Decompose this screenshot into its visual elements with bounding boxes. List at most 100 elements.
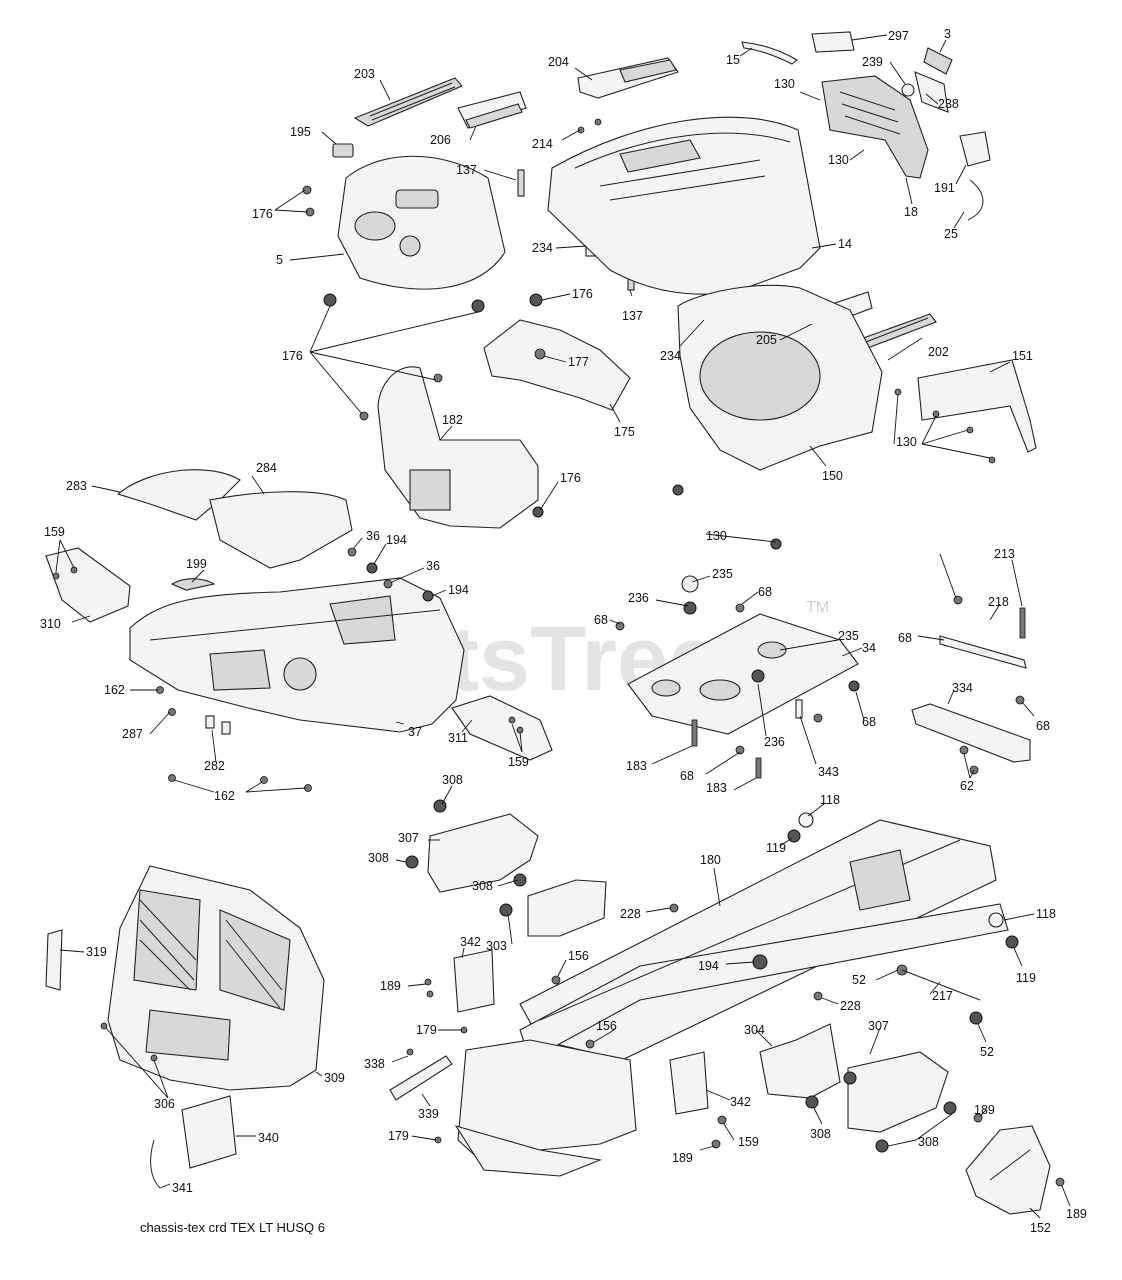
callout-176-a[interactable]: 176: [252, 207, 273, 221]
callout-119-b[interactable]: 119: [1016, 971, 1036, 985]
callout-238[interactable]: 238: [938, 97, 959, 111]
callout-319[interactable]: 319: [86, 945, 107, 959]
callout-297[interactable]: 297: [888, 29, 909, 43]
callout-236-a[interactable]: 236: [628, 591, 649, 605]
callout-234-a[interactable]: 234: [532, 241, 553, 255]
callout-68-e[interactable]: 68: [862, 715, 876, 729]
callout-307-a[interactable]: 307: [398, 831, 419, 845]
callout-308-a[interactable]: 308: [442, 773, 463, 787]
callout-15[interactable]: 15: [726, 53, 740, 67]
callout-236-b[interactable]: 236: [764, 735, 785, 749]
callout-162-b[interactable]: 162: [214, 789, 235, 803]
callout-156-b[interactable]: 156: [596, 1019, 617, 1033]
callout-218[interactable]: 218: [988, 595, 1009, 609]
callout-217[interactable]: 217: [932, 989, 953, 1003]
callout-340[interactable]: 340: [258, 1131, 279, 1145]
callout-175[interactable]: 175: [614, 425, 635, 439]
callout-68-c[interactable]: 68: [898, 631, 912, 645]
callout-191[interactable]: 191: [934, 181, 955, 195]
callout-202[interactable]: 202: [928, 345, 949, 359]
callout-177[interactable]: 177: [568, 355, 589, 369]
callout-205[interactable]: 205: [756, 333, 777, 347]
callout-287[interactable]: 287: [122, 727, 143, 741]
callout-119-a[interactable]: 119: [766, 841, 786, 855]
callout-189-a[interactable]: 189: [380, 979, 401, 993]
callout-151[interactable]: 151: [1012, 349, 1033, 363]
callout-189-c[interactable]: 189: [672, 1151, 693, 1165]
callout-189-d[interactable]: 189: [1066, 1207, 1087, 1221]
callout-130-b[interactable]: 130: [828, 153, 849, 167]
callout-14[interactable]: 14: [838, 237, 852, 251]
callout-118-a[interactable]: 118: [820, 793, 840, 807]
callout-194-a[interactable]: 194: [386, 533, 407, 547]
callout-162-a[interactable]: 162: [104, 683, 125, 697]
callout-179-a[interactable]: 179: [416, 1023, 437, 1037]
callout-5[interactable]: 5: [276, 253, 283, 267]
callout-303[interactable]: 303: [486, 939, 507, 953]
callout-118-b[interactable]: 118: [1036, 907, 1056, 921]
callout-183-a[interactable]: 183: [626, 759, 647, 773]
callout-194-b[interactable]: 194: [448, 583, 469, 597]
callout-308-d[interactable]: 308: [810, 1127, 831, 1141]
callout-176-d[interactable]: 176: [560, 471, 581, 485]
callout-306[interactable]: 306: [154, 1097, 175, 1111]
callout-206[interactable]: 206: [430, 133, 451, 147]
callout-194-c[interactable]: 194: [698, 959, 719, 973]
callout-228-a[interactable]: 228: [620, 907, 641, 921]
callout-341[interactable]: 341: [172, 1181, 193, 1195]
callout-311[interactable]: 311: [448, 731, 468, 745]
callout-180[interactable]: 180: [700, 853, 721, 867]
callout-52-a[interactable]: 52: [852, 973, 866, 987]
callout-310[interactable]: 310: [40, 617, 61, 631]
callout-304[interactable]: 304: [744, 1023, 765, 1037]
callout-68-d[interactable]: 68: [1036, 719, 1050, 733]
callout-152[interactable]: 152: [1030, 1221, 1051, 1235]
callout-204[interactable]: 204: [548, 55, 569, 69]
callout-130-a[interactable]: 130: [774, 77, 795, 91]
callout-284[interactable]: 284: [256, 461, 277, 475]
callout-137-a[interactable]: 137: [456, 163, 477, 177]
callout-343[interactable]: 343: [818, 765, 839, 779]
callout-203[interactable]: 203: [354, 67, 375, 81]
callout-68-f[interactable]: 68: [680, 769, 694, 783]
callout-309[interactable]: 309: [324, 1071, 345, 1085]
callout-307-b[interactable]: 307: [868, 1019, 889, 1033]
callout-213[interactable]: 213: [994, 547, 1015, 561]
callout-282[interactable]: 282: [204, 759, 225, 773]
callout-239[interactable]: 239: [862, 55, 883, 69]
callout-36-b[interactable]: 36: [426, 559, 440, 573]
callout-137-b[interactable]: 137: [622, 309, 643, 323]
callout-235-b[interactable]: 235: [838, 629, 859, 643]
callout-189-b[interactable]: 189: [974, 1103, 995, 1117]
callout-235-a[interactable]: 235: [712, 567, 733, 581]
callout-199[interactable]: 199: [186, 557, 207, 571]
callout-130-c[interactable]: 130: [896, 435, 917, 449]
callout-342-b[interactable]: 342: [730, 1095, 751, 1109]
callout-156-a[interactable]: 156: [568, 949, 589, 963]
callout-338[interactable]: 338: [364, 1057, 385, 1071]
callout-3[interactable]: 3: [944, 27, 951, 41]
callout-214[interactable]: 214: [532, 137, 553, 151]
callout-308-c[interactable]: 308: [472, 879, 493, 893]
callout-195[interactable]: 195: [290, 125, 311, 139]
callout-18[interactable]: 18: [904, 205, 918, 219]
callout-334[interactable]: 334: [952, 681, 973, 695]
callout-308-b[interactable]: 308: [368, 851, 389, 865]
callout-159-b[interactable]: 159: [508, 755, 529, 769]
callout-68-a[interactable]: 68: [758, 585, 772, 599]
callout-130-d[interactable]: 130: [706, 529, 727, 543]
callout-37[interactable]: 37: [408, 725, 422, 739]
callout-339[interactable]: 339: [418, 1107, 439, 1121]
callout-159-a[interactable]: 159: [44, 525, 65, 539]
callout-308-e[interactable]: 308: [918, 1135, 939, 1149]
callout-342-a[interactable]: 342: [460, 935, 481, 949]
callout-176-b[interactable]: 176: [572, 287, 593, 301]
callout-36-a[interactable]: 36: [366, 529, 380, 543]
callout-234-b[interactable]: 234: [660, 349, 681, 363]
callout-68-b[interactable]: 68: [594, 613, 608, 627]
callout-34[interactable]: 34: [862, 641, 876, 655]
callout-25[interactable]: 25: [944, 227, 958, 241]
callout-52-b[interactable]: 52: [980, 1045, 994, 1059]
callout-228-b[interactable]: 228: [840, 999, 861, 1013]
callout-159-c[interactable]: 159: [738, 1135, 759, 1149]
